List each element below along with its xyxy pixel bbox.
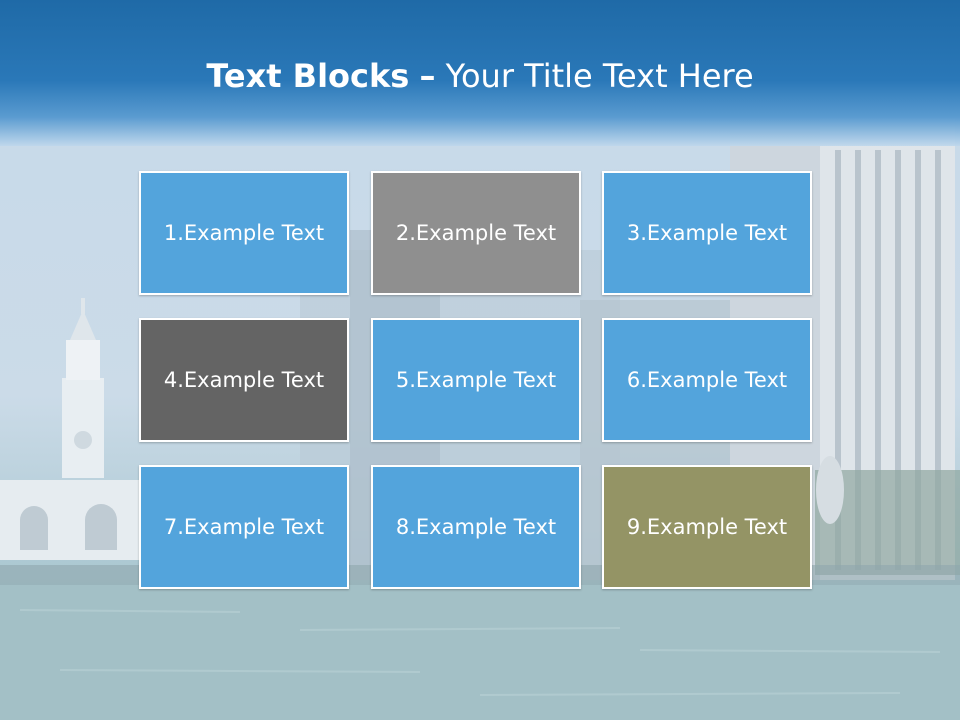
text-block-7[interactable]: 7.Example Text [139,465,349,589]
title-dash: – [419,57,436,95]
text-block-label: 1.Example Text [163,221,325,245]
text-block-6[interactable]: 6.Example Text [602,318,812,442]
text-block-1[interactable]: 1.Example Text [139,171,349,295]
title-bold-part: Text Blocks [206,57,410,95]
text-block-label: 8.Example Text [395,515,557,539]
text-block-8[interactable]: 8.Example Text [371,465,581,589]
text-block-label: 6.Example Text [626,368,788,392]
text-block-label: 7.Example Text [163,515,325,539]
text-block-label: 3.Example Text [626,221,788,245]
text-block-5[interactable]: 5.Example Text [371,318,581,442]
text-block-label: 9.Example Text [626,515,788,539]
slide-title[interactable]: Text Blocks – Your Title Text Here [0,54,960,98]
text-block-4[interactable]: 4.Example Text [139,318,349,442]
text-block-3[interactable]: 3.Example Text [602,171,812,295]
text-block-label: 4.Example Text [163,368,325,392]
text-block-2[interactable]: 2.Example Text [371,171,581,295]
text-block-9[interactable]: 9.Example Text [602,465,812,589]
text-block-label: 2.Example Text [395,221,557,245]
text-block-label: 5.Example Text [395,368,557,392]
title-bar [0,0,960,146]
title-rest-part: Your Title Text Here [445,57,754,95]
